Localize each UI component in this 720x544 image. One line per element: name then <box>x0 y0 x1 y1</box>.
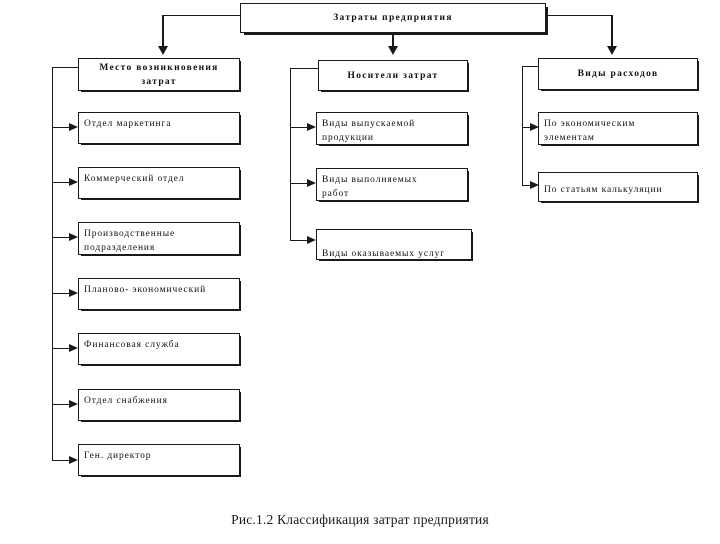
leaf-box-mesto-6-label: Отдел снабжения <box>84 396 168 406</box>
leaf-box-mesto-7-label: Ген. директор <box>84 451 152 461</box>
spine-top-connector-nositeli <box>290 68 319 69</box>
leaf-box-vidy-2-label: По статьям калькуляции <box>544 185 663 195</box>
leaf-box-mesto-2: Коммерческий отдел <box>78 167 240 199</box>
leaf-box-vidy-1: По экономическим элементам <box>538 112 698 145</box>
branch-arrow-nositeli-1 <box>307 123 316 131</box>
branch-line-mesto-6 <box>52 404 70 405</box>
leaf-box-nositeli-2-label: Виды выполняемых работ <box>322 175 418 199</box>
column-header-vidy-label: Виды расходов <box>577 69 659 79</box>
root-arrow-mesto <box>158 46 168 55</box>
spine-nositeli <box>290 68 291 240</box>
leaf-box-mesto-1: Отдел маркетинга <box>78 112 240 144</box>
branch-arrow-mesto-1 <box>69 123 78 131</box>
spine-top-connector-vidy <box>522 66 539 67</box>
leaf-box-nositeli-1: Виды выпускаемой продукции <box>316 112 468 145</box>
leaf-box-mesto-6: Отдел снабжения <box>78 389 240 421</box>
column-header-vidy: Виды расходов <box>538 58 698 90</box>
branch-line-mesto-2 <box>52 182 70 183</box>
branch-arrow-mesto-2 <box>69 178 78 186</box>
column-header-nositeli: Носители затрат <box>318 60 468 91</box>
branch-arrow-mesto-5 <box>69 344 78 352</box>
leaf-box-mesto-3-label: Производственные подразделения <box>84 229 176 253</box>
leaf-box-mesto-1-label: Отдел маркетинга <box>84 119 172 129</box>
branch-line-vidy-1 <box>522 127 532 128</box>
leaf-box-mesto-2-label: Коммерческий отдел <box>84 174 185 184</box>
root-box-label: Затраты предприятия <box>333 13 453 23</box>
root-box-enterprise-costs: Затраты предприятия <box>240 3 546 33</box>
spine-vidy <box>522 66 523 185</box>
root-arrow-nositeli <box>388 46 398 55</box>
leaf-box-mesto-4-label: Планово- экономический <box>84 285 207 295</box>
leaf-box-mesto-5: Финансовая служба <box>78 333 240 365</box>
branch-line-mesto-5 <box>52 348 70 349</box>
branch-line-mesto-4 <box>52 293 70 294</box>
branch-arrow-mesto-6 <box>69 400 78 408</box>
branch-arrow-nositeli-3 <box>307 236 316 244</box>
leaf-box-nositeli-3: Виды оказываемых услуг <box>316 229 472 260</box>
branch-line-mesto-1 <box>52 127 70 128</box>
leaf-box-vidy-1-label: По экономическим элементам <box>544 119 636 143</box>
branch-line-vidy-2 <box>522 185 532 186</box>
leaf-box-nositeli-2: Виды выполняемых работ <box>316 168 468 201</box>
branch-arrow-mesto-3 <box>69 233 78 241</box>
root-drop-line-vidy <box>611 15 613 48</box>
branch-line-mesto-7 <box>52 460 70 461</box>
root-arrow-vidy <box>607 46 617 55</box>
leaf-box-mesto-4: Планово- экономический <box>78 278 240 310</box>
root-drop-line-mesto <box>162 15 164 48</box>
branch-line-mesto-3 <box>52 237 70 238</box>
branch-arrow-nositeli-2 <box>307 179 316 187</box>
column-header-mesto-label: Место возникновения затрат <box>99 62 219 87</box>
leaf-box-vidy-2: По статьям калькуляции <box>538 172 698 202</box>
leaf-box-mesto-3: Производственные подразделения <box>78 222 240 255</box>
column-header-mesto: Место возникновения затрат <box>78 58 240 91</box>
branch-arrow-mesto-4 <box>69 289 78 297</box>
leaf-box-nositeli-1-label: Виды выпускаемой продукции <box>322 119 416 143</box>
leaf-box-mesto-7: Ген. директор <box>78 444 240 476</box>
branch-line-nositeli-3 <box>290 240 308 241</box>
figure-caption: Рис.1.2 Классификация затрат предприятия <box>231 512 489 527</box>
root-branch-line-left <box>163 15 241 16</box>
branch-line-nositeli-1 <box>290 127 308 128</box>
spine-top-connector-mesto <box>52 67 79 68</box>
root-branch-line-right <box>545 15 612 16</box>
spine-mesto <box>52 67 53 461</box>
root-drop-line-nositeli <box>392 33 394 48</box>
column-header-nositeli-label: Носители затрат <box>347 70 439 81</box>
branch-arrow-mesto-7 <box>69 456 78 464</box>
branch-arrow-vidy-1 <box>530 123 539 131</box>
branch-line-nositeli-2 <box>290 183 308 184</box>
branch-arrow-vidy-2 <box>530 181 539 189</box>
leaf-box-mesto-5-label: Финансовая служба <box>84 340 180 350</box>
leaf-box-nositeli-3-label: Виды оказываемых услуг <box>322 249 446 259</box>
